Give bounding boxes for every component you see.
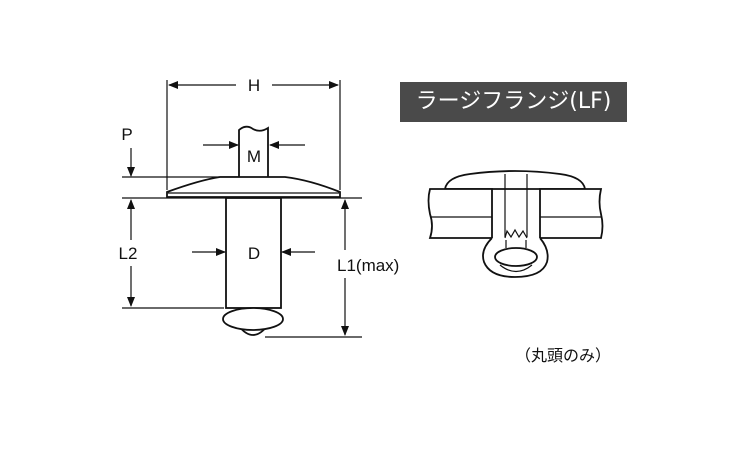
title-banner: ラージフランジ(LF) <box>400 82 627 122</box>
dimension-L1: L1(max) <box>337 199 399 336</box>
dimension-H: H <box>168 76 339 95</box>
label-D: D <box>248 244 260 263</box>
label-H: H <box>248 76 260 95</box>
label-L2: L2 <box>119 244 138 263</box>
plate-left <box>427 188 493 239</box>
dimension-P: P <box>121 125 135 177</box>
dimension-D: D <box>192 244 315 263</box>
mandrel-head <box>222 307 284 331</box>
installed-section-view <box>427 170 604 278</box>
label-P: P <box>121 125 132 144</box>
dimension-M: M <box>203 141 305 166</box>
mandrel <box>238 125 269 177</box>
large-flange <box>166 176 341 198</box>
plate-right <box>539 188 604 239</box>
dimension-L2: L2 <box>119 199 138 307</box>
label-M: M <box>247 147 261 166</box>
rivet-side-view: H P M D L2 <box>119 76 399 338</box>
caption: （丸頭のみ） <box>515 346 612 365</box>
mandrel-break <box>504 228 528 239</box>
installed-flange <box>443 170 587 190</box>
label-L1: L1(max) <box>337 256 399 275</box>
